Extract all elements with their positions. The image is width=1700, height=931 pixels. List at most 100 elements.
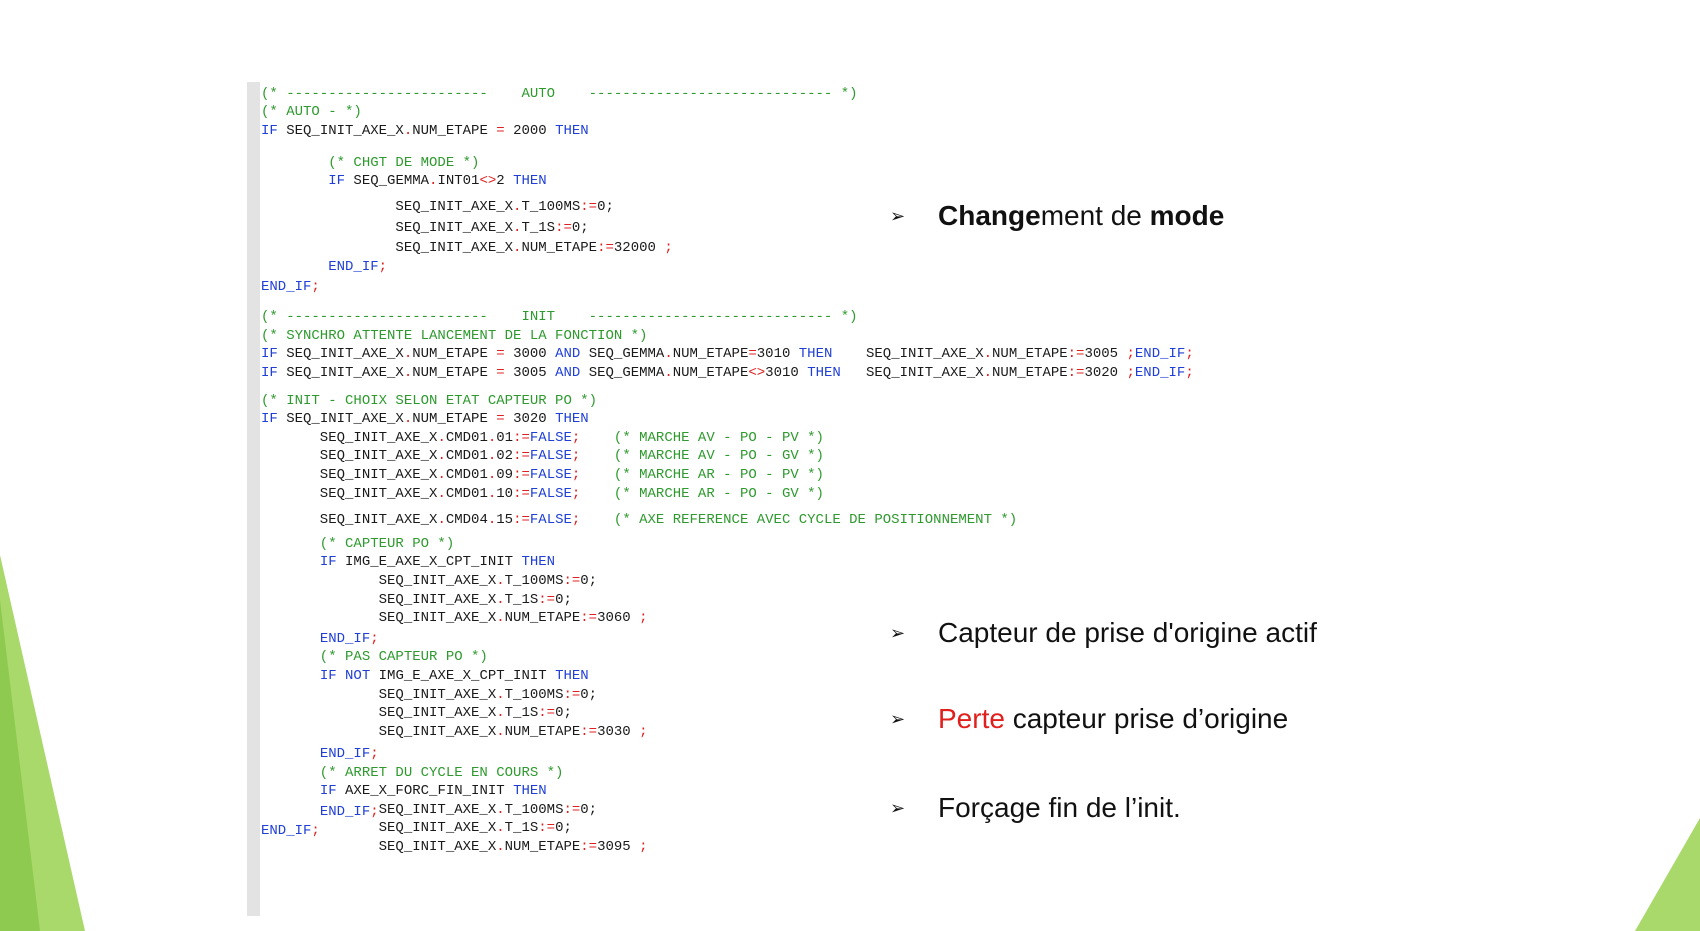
code-token: (* ------------------------ INIT -------…	[261, 308, 858, 325]
code-token: .	[437, 485, 446, 502]
code-line: IF SEQ_INIT_AXE_X.NUM_ETAPE = 3020 THEN	[261, 411, 589, 427]
code-token: AXE_X_FORC_FIN_INIT	[336, 783, 514, 800]
code-token: IMG_E_AXE_X_CPT_INIT	[336, 554, 522, 571]
code-token: CMD04	[445, 511, 488, 528]
code-token: THEN	[555, 411, 589, 428]
code-token: NUM_ETAPE	[992, 364, 1068, 381]
code-token: IMG_E_AXE_X_CPT_INIT	[370, 667, 556, 684]
code-line: SEQ_INIT_AXE_X.T_100MS:=0;	[261, 199, 613, 215]
code-token: .	[403, 411, 413, 428]
bullet-arrow-icon: ➢	[890, 708, 906, 729]
code-token: END_IF	[1134, 364, 1186, 381]
code-line: SEQ_INIT_AXE_X.T_1S:=0;	[261, 592, 572, 608]
code-line: (* ARRET DU CYCLE EN COURS *)	[261, 765, 564, 781]
code-token	[261, 746, 320, 762]
code-line: END_IF;	[261, 746, 379, 762]
code-token: =	[496, 346, 505, 363]
code-token: .	[429, 173, 438, 190]
code-gutter	[247, 82, 260, 916]
code-line: END_IF;	[261, 631, 379, 647]
code-token: :=	[538, 705, 556, 722]
code-token: FALSE	[529, 448, 572, 465]
code-token: NUM_ETAPE	[504, 610, 581, 627]
code-token: 0;	[580, 686, 598, 703]
code-token: INT01	[437, 173, 480, 190]
code-token: :=	[555, 219, 572, 236]
code-token: 2	[496, 173, 514, 190]
code-token: THEN	[555, 667, 589, 684]
code-token: ;	[571, 448, 581, 465]
code-token: SEQ_INIT_AXE_X	[277, 364, 404, 381]
code-token: ;	[571, 467, 581, 484]
code-token: ;	[370, 630, 379, 647]
code-token: <>	[479, 173, 497, 190]
code-token: .	[403, 364, 413, 381]
code-token: CMD01	[445, 429, 488, 446]
code-token: <>	[748, 364, 766, 381]
code-token: SEQ_INIT_AXE_X	[261, 511, 438, 528]
code-token: .	[496, 573, 505, 590]
code-token: SEQ_INIT_AXE_X	[261, 705, 497, 722]
code-token: SEQ_INIT_AXE_X	[261, 429, 438, 446]
code-token: (* INIT - CHOIX SELON ETAT CAPTEUR PO *)	[261, 392, 598, 409]
code-token: =	[748, 346, 757, 363]
code-token: FALSE	[529, 485, 572, 502]
code-token: THEN	[807, 364, 841, 381]
code-token: :=	[563, 801, 581, 818]
code-token: 10	[496, 485, 514, 502]
code-token: .	[496, 820, 505, 837]
code-line: SEQ_INIT_AXE_X.NUM_ETAPE:=3030 ;	[261, 724, 648, 740]
code-token: .	[496, 705, 505, 722]
code-token: (* MARCHE AV - PO - PV *)	[580, 429, 824, 446]
code-token: .	[496, 591, 505, 608]
code-token: T_1S	[504, 820, 539, 837]
code-token: END_IF	[1134, 346, 1186, 363]
code-token: 09	[496, 467, 514, 484]
code-line: SEQ_INIT_AXE_X.T_100MS:=0;	[261, 573, 597, 589]
code-token: FALSE	[529, 429, 572, 446]
code-line: (* ------------------------ AUTO -------…	[261, 86, 858, 102]
code-token: 3000	[504, 346, 556, 363]
code-token: THEN	[555, 122, 589, 139]
bullet-perte-capteur: ➢ Perte capteur prise d’origine	[890, 703, 1289, 734]
code-token: SEQ_INIT_AXE_X	[277, 122, 404, 139]
code-token: 3030	[597, 723, 640, 740]
code-token: :=	[513, 485, 530, 502]
code-token: ;	[311, 823, 320, 839]
code-token: :=	[1067, 346, 1085, 363]
code-token: SEQ_INIT_AXE_X	[261, 573, 497, 590]
code-line: END_IF;	[261, 259, 387, 275]
code-token: THEN	[798, 346, 833, 363]
code-token: :=	[513, 467, 530, 484]
code-token: =	[496, 364, 505, 381]
code-token: CMD01	[445, 448, 488, 465]
code-token: IF	[328, 173, 346, 190]
code-token: .	[664, 346, 673, 363]
bullet-arrow-icon: ➢	[890, 622, 906, 643]
code-line: SEQ_INIT_AXE_X.CMD01.02:=FALSE; (* MARCH…	[261, 448, 824, 464]
code-token: .	[496, 686, 505, 703]
left-green-triangle-shadow	[0, 600, 40, 931]
bullet-arrow-icon: ➢	[890, 205, 906, 226]
code-token: :=	[513, 448, 530, 465]
code-token: ;	[1126, 346, 1135, 363]
code-token: SEQ_INIT_AXE_X	[261, 591, 497, 608]
code-token: .	[496, 839, 505, 856]
code-token: T_1S	[521, 219, 556, 236]
code-line: SEQ_INIT_AXE_X.NUM_ETAPE:=32000 ;	[261, 240, 672, 257]
code-token: SEQ_INIT_AXE_X	[261, 723, 497, 740]
code-token: NUM_ETAPE	[504, 839, 581, 856]
code-line: SEQ_INIT_AXE_X.CMD01.09:=FALSE; (* MARCH…	[261, 467, 824, 483]
code-line: IF SEQ_INIT_AXE_X.NUM_ETAPE = 2000 THEN	[261, 123, 589, 139]
code-token: T_1S	[504, 591, 539, 608]
code-token: :=	[597, 240, 614, 257]
code-token: IF	[319, 783, 337, 800]
bullet-forcage-fin-init: ➢ Forçage fin de l’init.	[890, 792, 1181, 823]
code-line: (* CHGT DE MODE *)	[261, 155, 479, 171]
code-token: 3005	[1084, 346, 1127, 363]
code-token: SEQ_GEMMA	[580, 346, 665, 363]
code-token: .	[437, 448, 446, 465]
code-token: CMD01	[445, 485, 488, 502]
code-token: (* SYNCHRO ATTENTE LANCEMENT DE LA FONCT…	[261, 327, 648, 344]
code-token: T_100MS	[504, 686, 564, 703]
